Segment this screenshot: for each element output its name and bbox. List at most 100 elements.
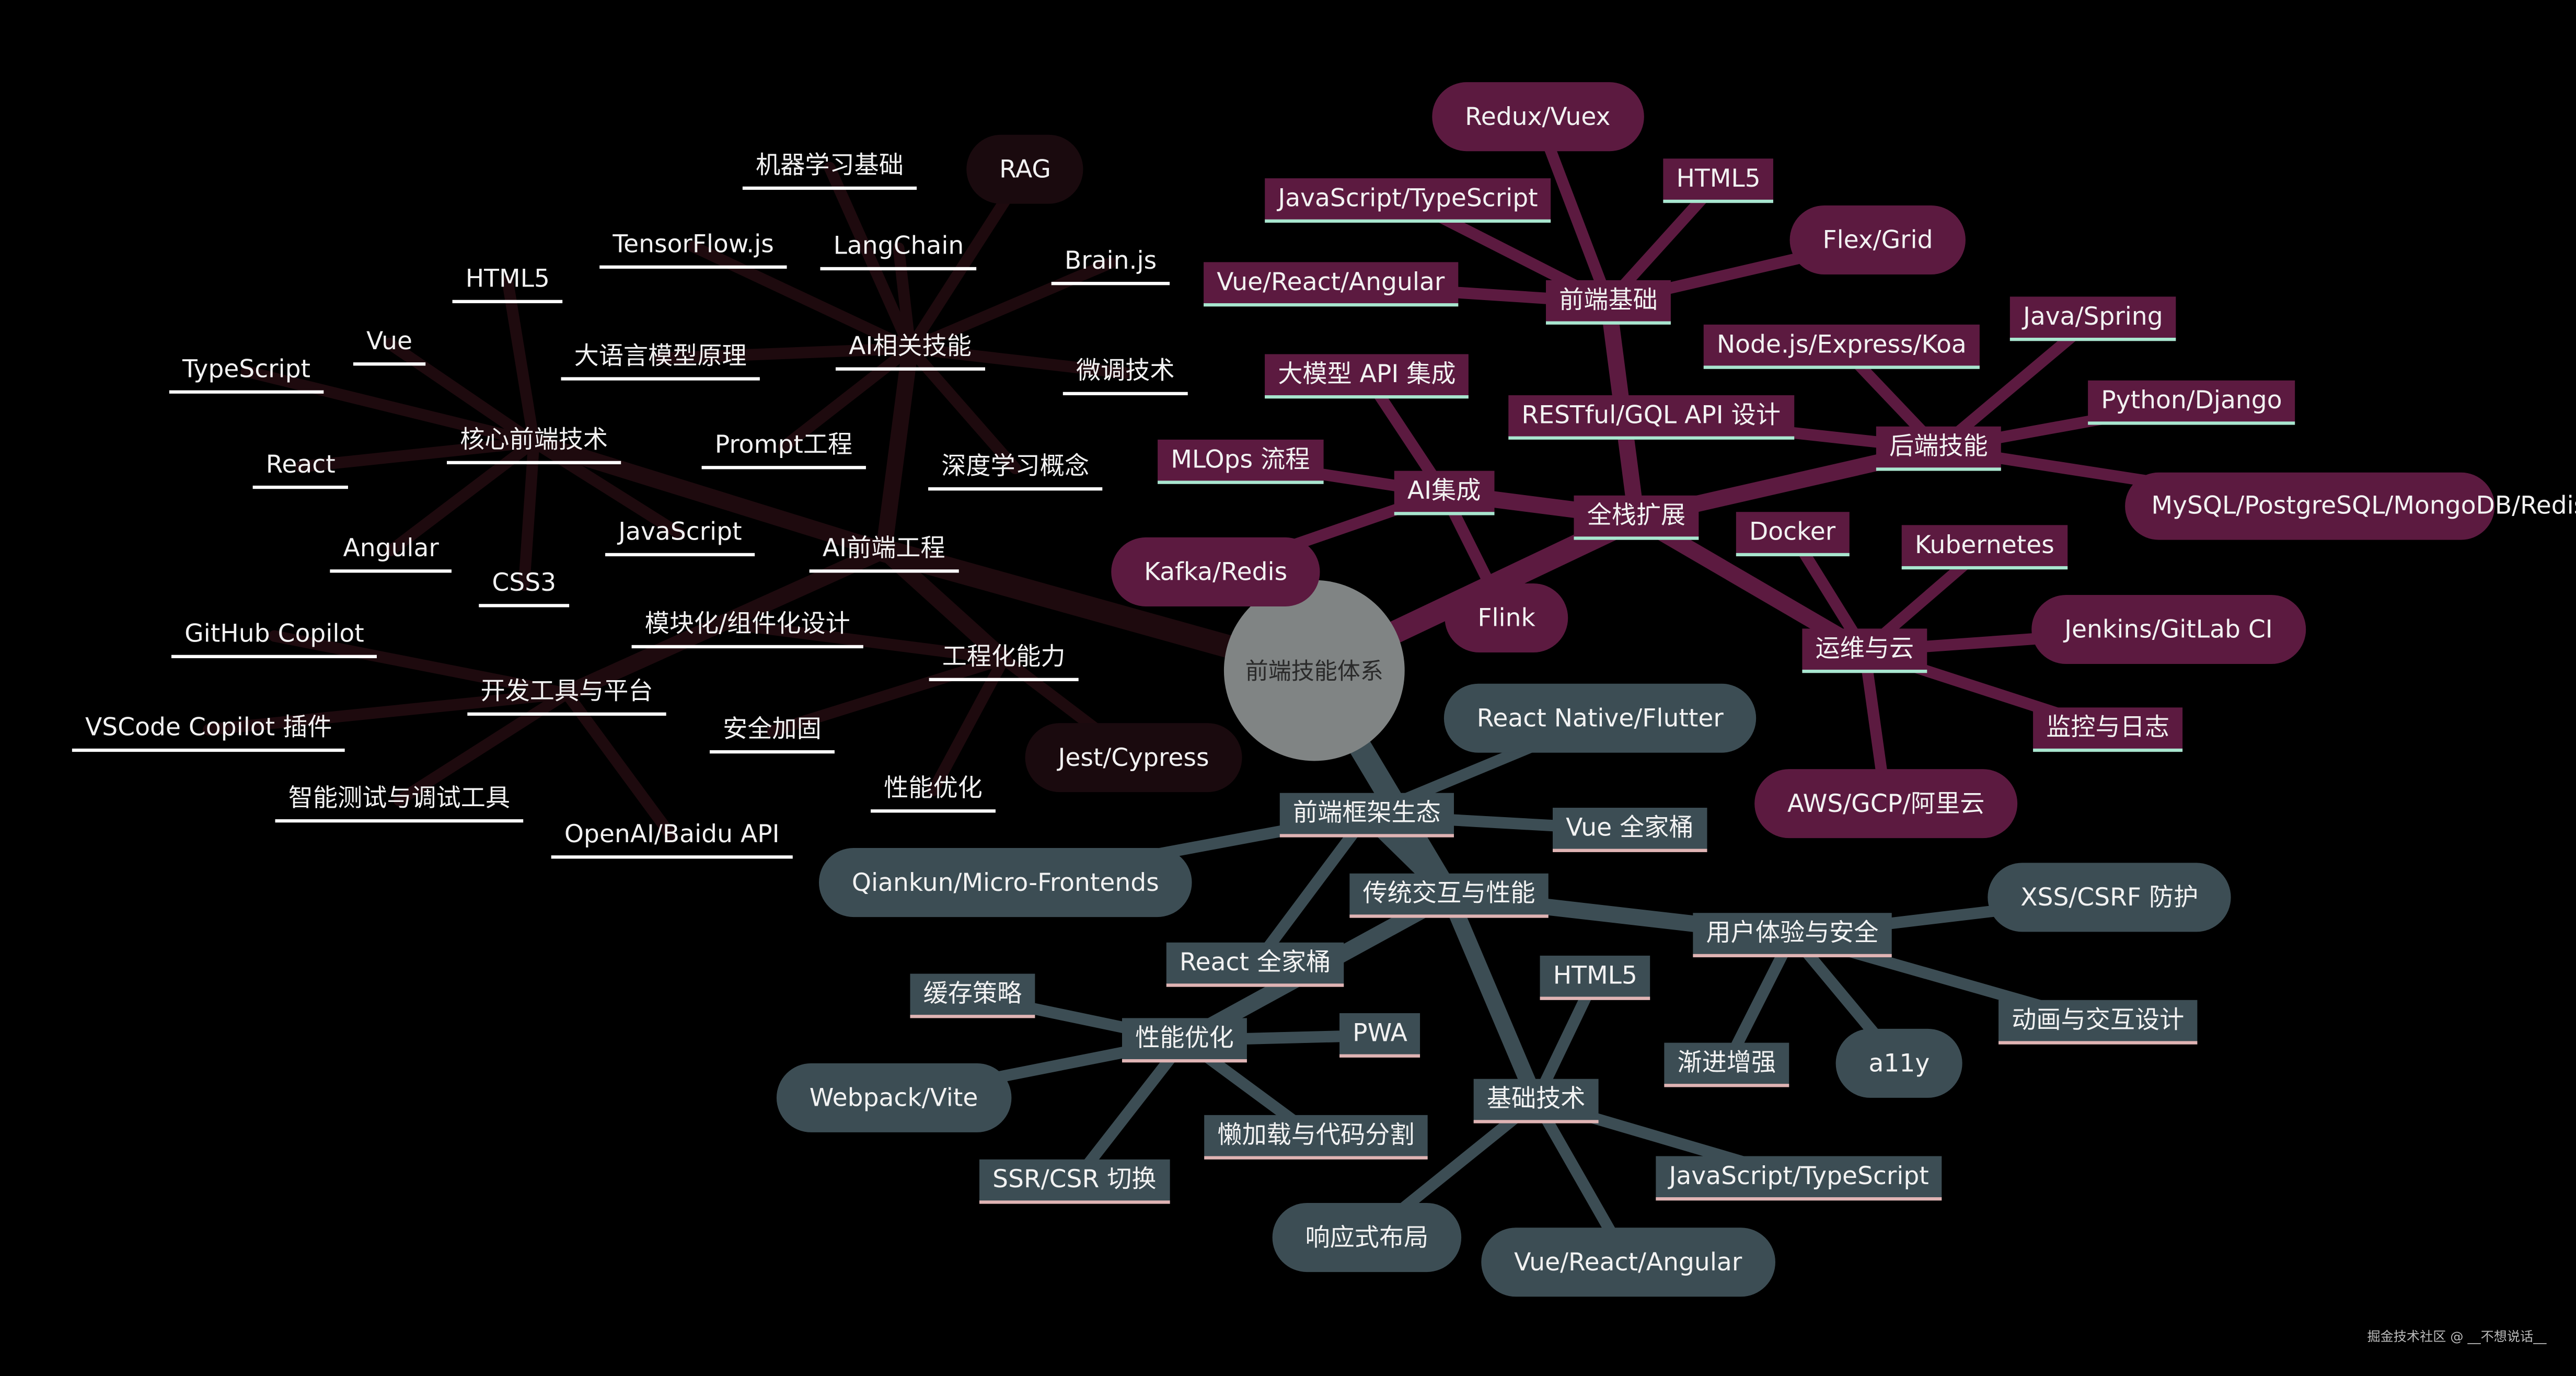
node-core-html5[interactable]: HTML5 bbox=[452, 259, 563, 303]
node-be-java[interactable]: Java/Spring bbox=[2009, 296, 2176, 341]
node-traditional[interactable]: 传统交互与性能 bbox=[1349, 873, 1549, 918]
node-ai-finetune[interactable]: 微调技术 bbox=[1062, 351, 1188, 396]
node-fw-rn[interactable]: React Native/Flutter bbox=[1443, 683, 1757, 753]
link-core-fe-core-js bbox=[528, 436, 686, 540]
link-ai-skills-ai-prompt bbox=[778, 342, 916, 453]
node-fb-redux[interactable]: Redux/Vuex bbox=[1432, 82, 1644, 152]
link-core-fe-core-react bbox=[295, 436, 540, 473]
link-ai-skills-ai-llm bbox=[654, 342, 916, 364]
node-ai-bigapi[interactable]: 大模型 API 集成 bbox=[1265, 354, 1469, 399]
node-ops[interactable]: 运维与云 bbox=[1802, 628, 1927, 673]
node-tools-ghcopilot[interactable]: GitHub Copilot bbox=[171, 614, 377, 658]
node-be-node[interactable]: Node.js/Express/Koa bbox=[1703, 324, 1980, 369]
node-core-ts[interactable]: TypeScript bbox=[169, 349, 324, 394]
node-eng-perf[interactable]: 性能优化 bbox=[871, 769, 996, 813]
node-ai-dl[interactable]: 深度学习概念 bbox=[928, 446, 1103, 491]
node-fw-vue[interactable]: Vue 全家桶 bbox=[1553, 808, 1707, 852]
node-fb-html5[interactable]: HTML5 bbox=[1663, 158, 1774, 203]
node-ux-anim[interactable]: 动画与交互设计 bbox=[1999, 1000, 2198, 1045]
link-tools-tools-vscode bbox=[203, 687, 573, 736]
node-ops-monitor[interactable]: 监控与日志 bbox=[2033, 707, 2183, 752]
node-fb-flex[interactable]: Flex/Grid bbox=[1789, 205, 1966, 274]
node-ai-skills[interactable]: AI相关技能 bbox=[835, 326, 985, 371]
node-perf-pwa[interactable]: PWA bbox=[1339, 1013, 1421, 1058]
node-ai-flink[interactable]: Flink bbox=[1445, 583, 1568, 652]
node-fw-eco[interactable]: 前端框架生态 bbox=[1279, 793, 1454, 838]
node-perf-ssr[interactable]: SSR/CSR 切换 bbox=[979, 1159, 1170, 1204]
node-ai-prompt[interactable]: Prompt工程 bbox=[701, 425, 866, 469]
link-fw-eco-fw-react bbox=[1249, 809, 1373, 971]
node-basic-html5[interactable]: HTML5 bbox=[1540, 955, 1651, 1000]
node-fb-vra[interactable]: Vue/React/Angular bbox=[1204, 262, 1458, 307]
node-eng[interactable]: 工程化能力 bbox=[929, 637, 1079, 681]
node-core-angular[interactable]: Angular bbox=[330, 529, 452, 573]
link-ai-skills-ai-langchain bbox=[893, 242, 916, 354]
mindmap-root[interactable]: 前端技能体系 bbox=[1223, 580, 1405, 761]
link-traditional-basic bbox=[1440, 887, 1544, 1109]
link-ai-fe-ai-skills bbox=[875, 340, 919, 559]
link-eng-eng-security bbox=[766, 653, 1010, 737]
link-fullstack-ops bbox=[1628, 509, 1873, 659]
node-perf-webpack[interactable]: Webpack/Vite bbox=[776, 1063, 1011, 1132]
link-ai-skills-ai-tfjs bbox=[687, 240, 916, 354]
node-fw-react[interactable]: React 全家桶 bbox=[1166, 942, 1344, 987]
link-eng-eng-module bbox=[742, 620, 1010, 665]
node-tools-openai[interactable]: OpenAI/Baidu API bbox=[551, 815, 793, 859]
node-ai-langchain[interactable]: LangChain bbox=[820, 226, 977, 271]
link-tools-tools-openai bbox=[561, 687, 678, 843]
link-core-fe-core-css3 bbox=[518, 436, 540, 591]
link-perf-perf-ssr bbox=[1068, 1034, 1191, 1188]
node-be-db[interactable]: MySQL/PostgreSQL/MongoDB/Redis bbox=[2125, 472, 2576, 540]
node-basic-jsts[interactable]: JavaScript/TypeScript bbox=[1656, 1156, 1942, 1201]
node-eng-security[interactable]: 安全加固 bbox=[709, 709, 835, 754]
node-tools-vscode[interactable]: VSCode Copilot 插件 bbox=[72, 707, 345, 752]
node-backend[interactable]: 后端技能 bbox=[1876, 426, 2001, 471]
node-ai-tfjs[interactable]: TensorFlow.js bbox=[599, 224, 787, 269]
node-perf-lazy[interactable]: 懒加载与代码分割 bbox=[1204, 1115, 1428, 1160]
node-ai-fe[interactable]: AI前端工程 bbox=[809, 529, 958, 573]
node-fb-jsts[interactable]: JavaScript/TypeScript bbox=[1265, 178, 1551, 223]
node-basic[interactable]: 基础技术 bbox=[1473, 1079, 1599, 1123]
node-core-css3[interactable]: CSS3 bbox=[479, 563, 570, 607]
node-core-react[interactable]: React bbox=[252, 444, 349, 489]
node-perf-cache[interactable]: 缓存策略 bbox=[910, 973, 1035, 1018]
node-ux-xss[interactable]: XSS/CSRF 防护 bbox=[1988, 863, 2232, 932]
node-ai-rag[interactable]: RAG bbox=[966, 134, 1084, 204]
node-core-vue[interactable]: Vue bbox=[353, 322, 426, 366]
node-tools-test[interactable]: 智能测试与调试工具 bbox=[275, 778, 524, 823]
node-ux[interactable]: 用户体验与安全 bbox=[1693, 913, 1892, 958]
node-core-js[interactable]: JavaScript bbox=[605, 512, 755, 557]
node-ai-int[interactable]: AI集成 bbox=[1394, 471, 1494, 515]
node-perf[interactable]: 性能优化 bbox=[1122, 1018, 1247, 1063]
node-ops-cloud[interactable]: AWS/GCP/阿里云 bbox=[1754, 769, 2018, 839]
link-ai-skills-ai-finetune bbox=[904, 342, 1131, 379]
node-ux-progressive[interactable]: 渐进增强 bbox=[1664, 1042, 1789, 1087]
node-fullstack[interactable]: 全栈扩展 bbox=[1574, 495, 1699, 540]
node-be-restful[interactable]: RESTful/GQL API 设计 bbox=[1508, 395, 1794, 440]
node-ai-brainjs[interactable]: Brain.js bbox=[1051, 241, 1170, 285]
link-ai-skills-ai-ml bbox=[824, 162, 916, 354]
node-ai-ml[interactable]: 机器学习基础 bbox=[742, 145, 917, 190]
node-ops-k8s[interactable]: Kubernetes bbox=[1901, 525, 2067, 570]
node-eng-module[interactable]: 模块化/组件化设计 bbox=[631, 604, 864, 649]
node-ux-a11y[interactable]: a11y bbox=[1835, 1028, 1963, 1098]
node-ops-docker[interactable]: Docker bbox=[1736, 512, 1849, 557]
node-basic-vra[interactable]: Vue/React/Angular bbox=[1481, 1228, 1775, 1297]
link-ai-fe-core-fe bbox=[525, 433, 892, 559]
node-fe-basic[interactable]: 前端基础 bbox=[1546, 280, 1671, 325]
node-eng-jest[interactable]: Jest/Cypress bbox=[1025, 723, 1242, 793]
watermark: 掘金技术社区 @ __不想说话__ bbox=[2367, 1329, 2547, 1345]
node-ops-jenkins[interactable]: Jenkins/GitLab CI bbox=[2031, 594, 2306, 664]
node-ai-llm[interactable]: 大语言模型原理 bbox=[561, 336, 760, 381]
node-ai-kafka[interactable]: Kafka/Redis bbox=[1111, 537, 1321, 606]
link-ai-fe-eng bbox=[875, 542, 1012, 668]
node-be-python[interactable]: Python/Django bbox=[2088, 380, 2295, 425]
link-ai-skills-ai-brainjs bbox=[904, 257, 1117, 354]
node-tools[interactable]: 开发工具与平台 bbox=[467, 671, 666, 716]
node-basic-responsive[interactable]: 响应式布局 bbox=[1272, 1203, 1462, 1272]
node-core-fe[interactable]: 核心前端技术 bbox=[447, 420, 621, 465]
node-ai-mlops[interactable]: MLOps 流程 bbox=[1158, 439, 1323, 484]
node-fw-qiankun[interactable]: Qiankun/Micro-Frontends bbox=[818, 848, 1192, 918]
link-core-fe-core-html5 bbox=[502, 275, 540, 448]
